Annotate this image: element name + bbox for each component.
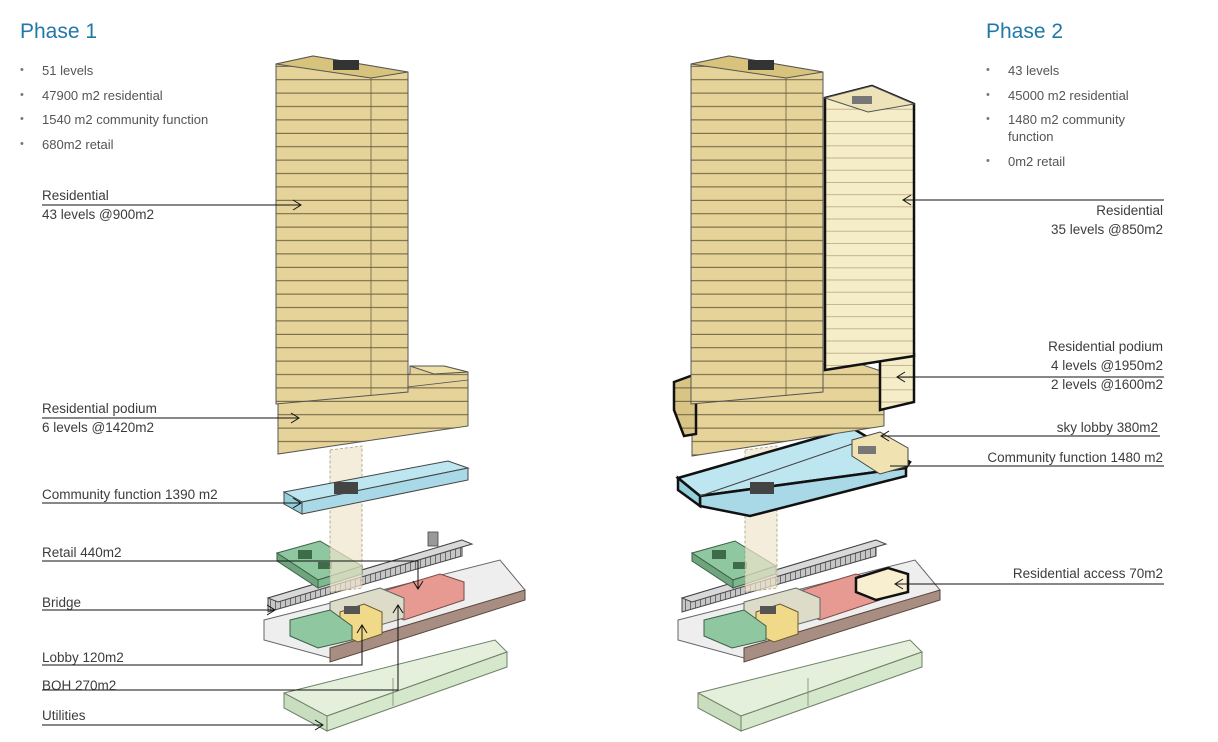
phase1-leader-lines — [42, 199, 424, 731]
phase1-building — [263, 55, 526, 732]
phase1-label-lobby: Lobby 120m2 — [42, 650, 124, 665]
phase2-label-residential: Residential 35 levels @850m2 — [1050, 203, 1163, 237]
phase2-label-sky-lobby: sky lobby 380m2 — [1056, 420, 1158, 435]
phase2-leader-lines — [880, 194, 1164, 590]
phase2-stat: 1480 m2 community function — [986, 111, 1138, 145]
phase1-stat: 51 levels — [20, 62, 208, 79]
phase1-core — [329, 445, 363, 593]
phase2-residential-tower-new — [823, 84, 916, 372]
phase2-stat: 45000 m2 residential — [986, 87, 1166, 104]
phase1-label-bridge: Bridge — [42, 595, 82, 610]
phase2-utilities-block — [697, 639, 923, 732]
phase1-label-residential: Residential 43 levels @900m2 — [42, 188, 155, 222]
phase2-stats-list: 43 levels 45000 m2 residential 1480 m2 c… — [986, 62, 1166, 177]
phase2-retail-lower — [703, 609, 767, 649]
phase2-title: Phase 2 — [986, 20, 1064, 43]
phase2-stat: 43 levels — [986, 62, 1166, 79]
phase1-utilities-block — [283, 639, 508, 732]
phase2-building — [672, 55, 941, 732]
phase1-title: Phase 1 — [20, 20, 98, 43]
phase2-label-residential-access: Residential access 70m2 — [1012, 566, 1163, 581]
phase1-community-block — [282, 460, 470, 515]
phase2-label-community: Community function 1480 m2 — [987, 450, 1163, 465]
phase1-label-podium: Residential podium 6 levels @1420m2 — [42, 401, 157, 435]
phase2-residential-access-block — [854, 566, 910, 602]
phase1-stat: 47900 m2 residential — [20, 87, 208, 104]
phase2-stat: 0m2 retail — [986, 153, 1166, 170]
phase1-label-community: Community function 1390 m2 — [42, 487, 218, 502]
phase2-residential-tower-existing — [690, 55, 824, 405]
phase1-label-utilities: Utilities — [42, 708, 86, 723]
phase1-label-boh: BOH 270m2 — [42, 678, 117, 693]
phase1-retail-lower — [289, 609, 353, 649]
phase1-stat: 680m2 retail — [20, 136, 208, 153]
phase1-stat: 1540 m2 community function — [20, 111, 208, 128]
phase1-label-retail: Retail 440m2 — [42, 545, 122, 560]
phase2-label-podium: Residential podium 4 levels @1950m2 2 le… — [1048, 339, 1163, 392]
phase1-stats-list: 51 levels 47900 m2 residential 1540 m2 c… — [20, 62, 208, 160]
phase1-residential-tower — [275, 55, 409, 405]
